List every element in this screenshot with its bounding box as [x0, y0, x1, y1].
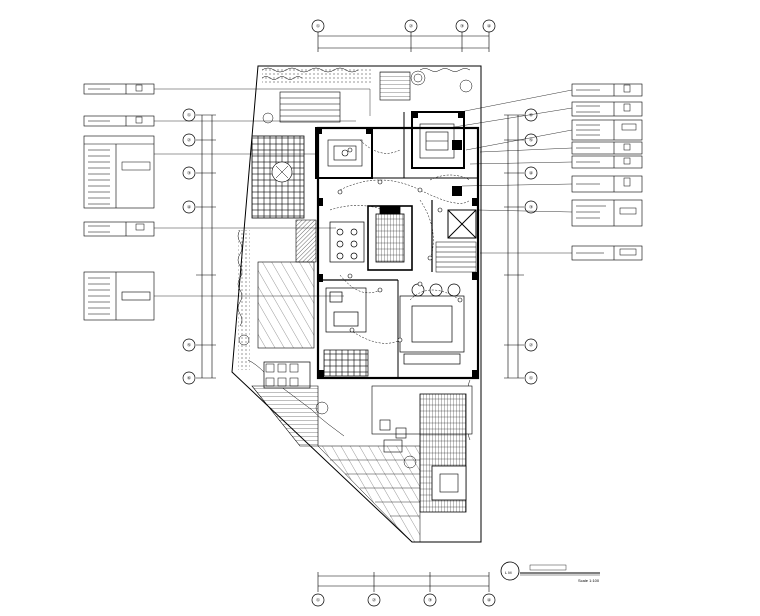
top-grid-tags: ① ② ③ ④ [311, 19, 496, 33]
left-grid-tags: ① ② ③ ④ ⑤ ⑥ [182, 108, 196, 385]
site-boundary [231, 65, 482, 543]
upper-left-room [327, 139, 363, 167]
grid-tag: ④ [487, 598, 492, 603]
legend-box-left-4 [83, 221, 336, 237]
legend-box-right-4 [479, 141, 643, 155]
diagonal-path [317, 445, 421, 543]
right-grid-tags: ⑥ ⑤ ④ ③ ② ① [524, 108, 538, 385]
upper-right-room [419, 123, 455, 159]
garden-steps [279, 71, 411, 123]
legend-box-right-5 [469, 155, 643, 169]
grid-tag: ④ [487, 24, 492, 29]
legend-box-right-8 [480, 245, 643, 261]
legend-box-right-7 [477, 199, 643, 227]
grid-tag: ③ [428, 598, 433, 603]
grid-tag: ⑥ [529, 113, 534, 118]
building-walls [315, 111, 480, 380]
grid-tag: ② [529, 343, 534, 348]
hatched-walkway [295, 219, 317, 263]
legend-box-left-5 [83, 271, 344, 321]
planting-bed [262, 68, 372, 84]
grid-tag: ③ [187, 171, 192, 176]
grid-tag: ① [187, 113, 192, 118]
grid-tag: ① [316, 24, 321, 29]
wall-columns [316, 112, 478, 378]
legend-box-right-6 [461, 175, 643, 193]
south-garden-lines [330, 459, 420, 517]
outdoor-dining [263, 361, 311, 389]
dining-table [329, 221, 365, 263]
study-room [325, 287, 367, 333]
elevator-box [447, 209, 477, 239]
grid-tag: ② [372, 598, 377, 603]
grid-tag: ② [187, 138, 192, 143]
living-room [399, 283, 465, 365]
planting-bed [238, 230, 250, 370]
north-mark: L M [505, 570, 512, 575]
stair-steps [435, 241, 477, 273]
lighting-circuits [329, 139, 471, 344]
grid-tag: ③ [529, 205, 534, 210]
right-dimension-lines [504, 114, 524, 379]
grid-tag: ⑤ [529, 138, 534, 143]
bottom-dimension-lines [317, 572, 490, 592]
legend-box-left-3 [83, 135, 318, 209]
light-fixtures [337, 147, 463, 343]
grid-tag: ④ [187, 205, 192, 210]
central-island [367, 205, 413, 271]
legend-box-right-1 [459, 83, 643, 113]
legend-box-left-1 [83, 83, 371, 116]
grid-tag: ④ [529, 171, 534, 176]
grid-tag: ① [316, 598, 321, 603]
left-deck [257, 261, 315, 349]
grid-tag: ⑥ [187, 376, 192, 381]
drawing-title-block: L M Scale 1:100 [500, 561, 600, 583]
grid-tag: ① [529, 376, 534, 381]
legend-box-left-2 [83, 115, 356, 127]
left-dimension-lines [196, 114, 216, 379]
bottom-grid-tags: ① ② ③ ④ [311, 593, 496, 607]
legend-box-right-2 [447, 101, 643, 129]
grid-tag: ⑤ [187, 343, 192, 348]
legend-box-right-3 [465, 119, 643, 151]
grid-tag: ③ [460, 24, 465, 29]
grid-tag: ② [409, 24, 414, 29]
lounge-frame [431, 465, 467, 501]
top-dimension-lines [317, 30, 490, 52]
south-patio [323, 349, 369, 377]
scale-label: Scale 1:100 [578, 578, 600, 583]
lower-deck [251, 385, 319, 447]
